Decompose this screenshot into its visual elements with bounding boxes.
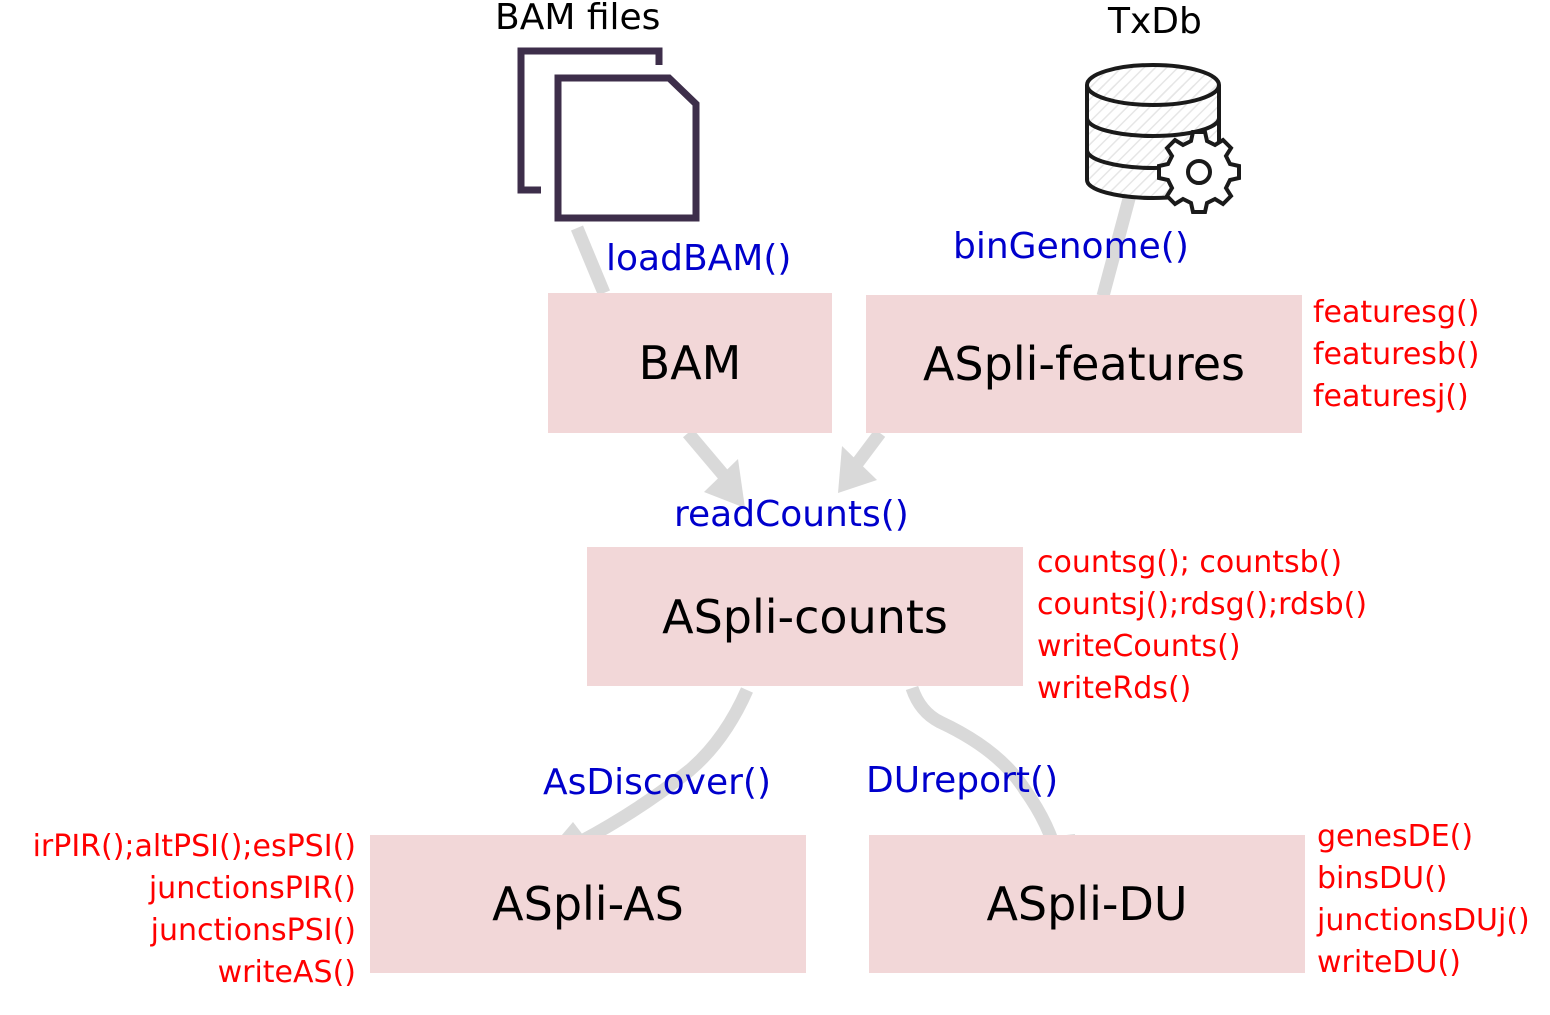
aspli-as-label: ASpli-AS — [492, 877, 684, 931]
bam-object-box: BAM — [548, 293, 832, 433]
aspli-du-label: ASpli-DU — [986, 877, 1188, 931]
accessor-item: writeAS() — [217, 955, 356, 990]
bam-to-counts-arrow — [683, 428, 731, 483]
accessor-item: featuresj() — [1313, 379, 1469, 414]
accessor-item: writeDU() — [1317, 945, 1461, 980]
txdb-label: TxDb — [1108, 1, 1202, 42]
readcounts-function-label: readCounts() — [674, 494, 909, 535]
bam-files-label: BAM files — [495, 0, 661, 38]
accessor-item: junctionsPIR() — [148, 871, 356, 906]
dureport-function-label: DUreport() — [866, 760, 1059, 801]
bam-object-label: BAM — [638, 336, 742, 390]
aspli-counts-label: ASpli-counts — [662, 589, 948, 644]
bam-to-counts-arrowhead — [704, 459, 745, 508]
accessor-item: junctionsDUj() — [1317, 903, 1530, 938]
aspli-counts-box: ASpli-counts — [587, 547, 1023, 686]
counts-to-du-arrow — [905, 685, 1065, 862]
as-accessor-list: irPIR();altPSI();esPSI() junctionsPIR() … — [33, 826, 356, 994]
du-accessor-list: genesDE() binsDU() junctionsDUj() writeD… — [1317, 816, 1530, 984]
accessor-item: writeCounts() — [1037, 629, 1241, 664]
aspli-features-box: ASpli-features — [866, 295, 1302, 433]
accessor-item: featuresg() — [1313, 295, 1480, 330]
accessor-item: junctionsPSI() — [150, 913, 356, 948]
bam-files-connector — [570, 225, 611, 296]
txdb-connector — [1096, 193, 1137, 298]
accessor-item: countsg(); countsb() — [1037, 545, 1343, 580]
accessor-item: genesDE() — [1317, 819, 1474, 854]
counts-accessor-list: countsg(); countsb() countsj();rdsg();rd… — [1037, 542, 1367, 710]
aspli-features-label: ASpli-features — [922, 337, 1246, 391]
accessor-item: binsDU() — [1317, 861, 1448, 896]
accessor-item: countsj();rdsg();rdsb() — [1037, 587, 1368, 622]
features-to-counts-arrowhead — [838, 446, 877, 493]
aspli-du-box: ASpli-DU — [869, 835, 1305, 973]
aspli-as-box: ASpli-AS — [370, 835, 806, 973]
features-to-counts-arrow — [850, 429, 886, 469]
accessor-item: irPIR();altPSI();esPSI() — [32, 829, 356, 864]
counts-to-as-arrow — [576, 687, 753, 848]
bingenome-function-label: binGenome() — [953, 226, 1189, 267]
features-accessor-list: featuresg() featuresb() featuresj() — [1313, 292, 1479, 418]
accessor-item: featuresb() — [1313, 337, 1480, 372]
accessor-item: writeRds() — [1037, 671, 1192, 706]
gear-icon — [1157, 130, 1241, 214]
loadbam-function-label: loadBAM() — [606, 238, 792, 279]
asdiscover-function-label: AsDiscover() — [543, 762, 772, 803]
